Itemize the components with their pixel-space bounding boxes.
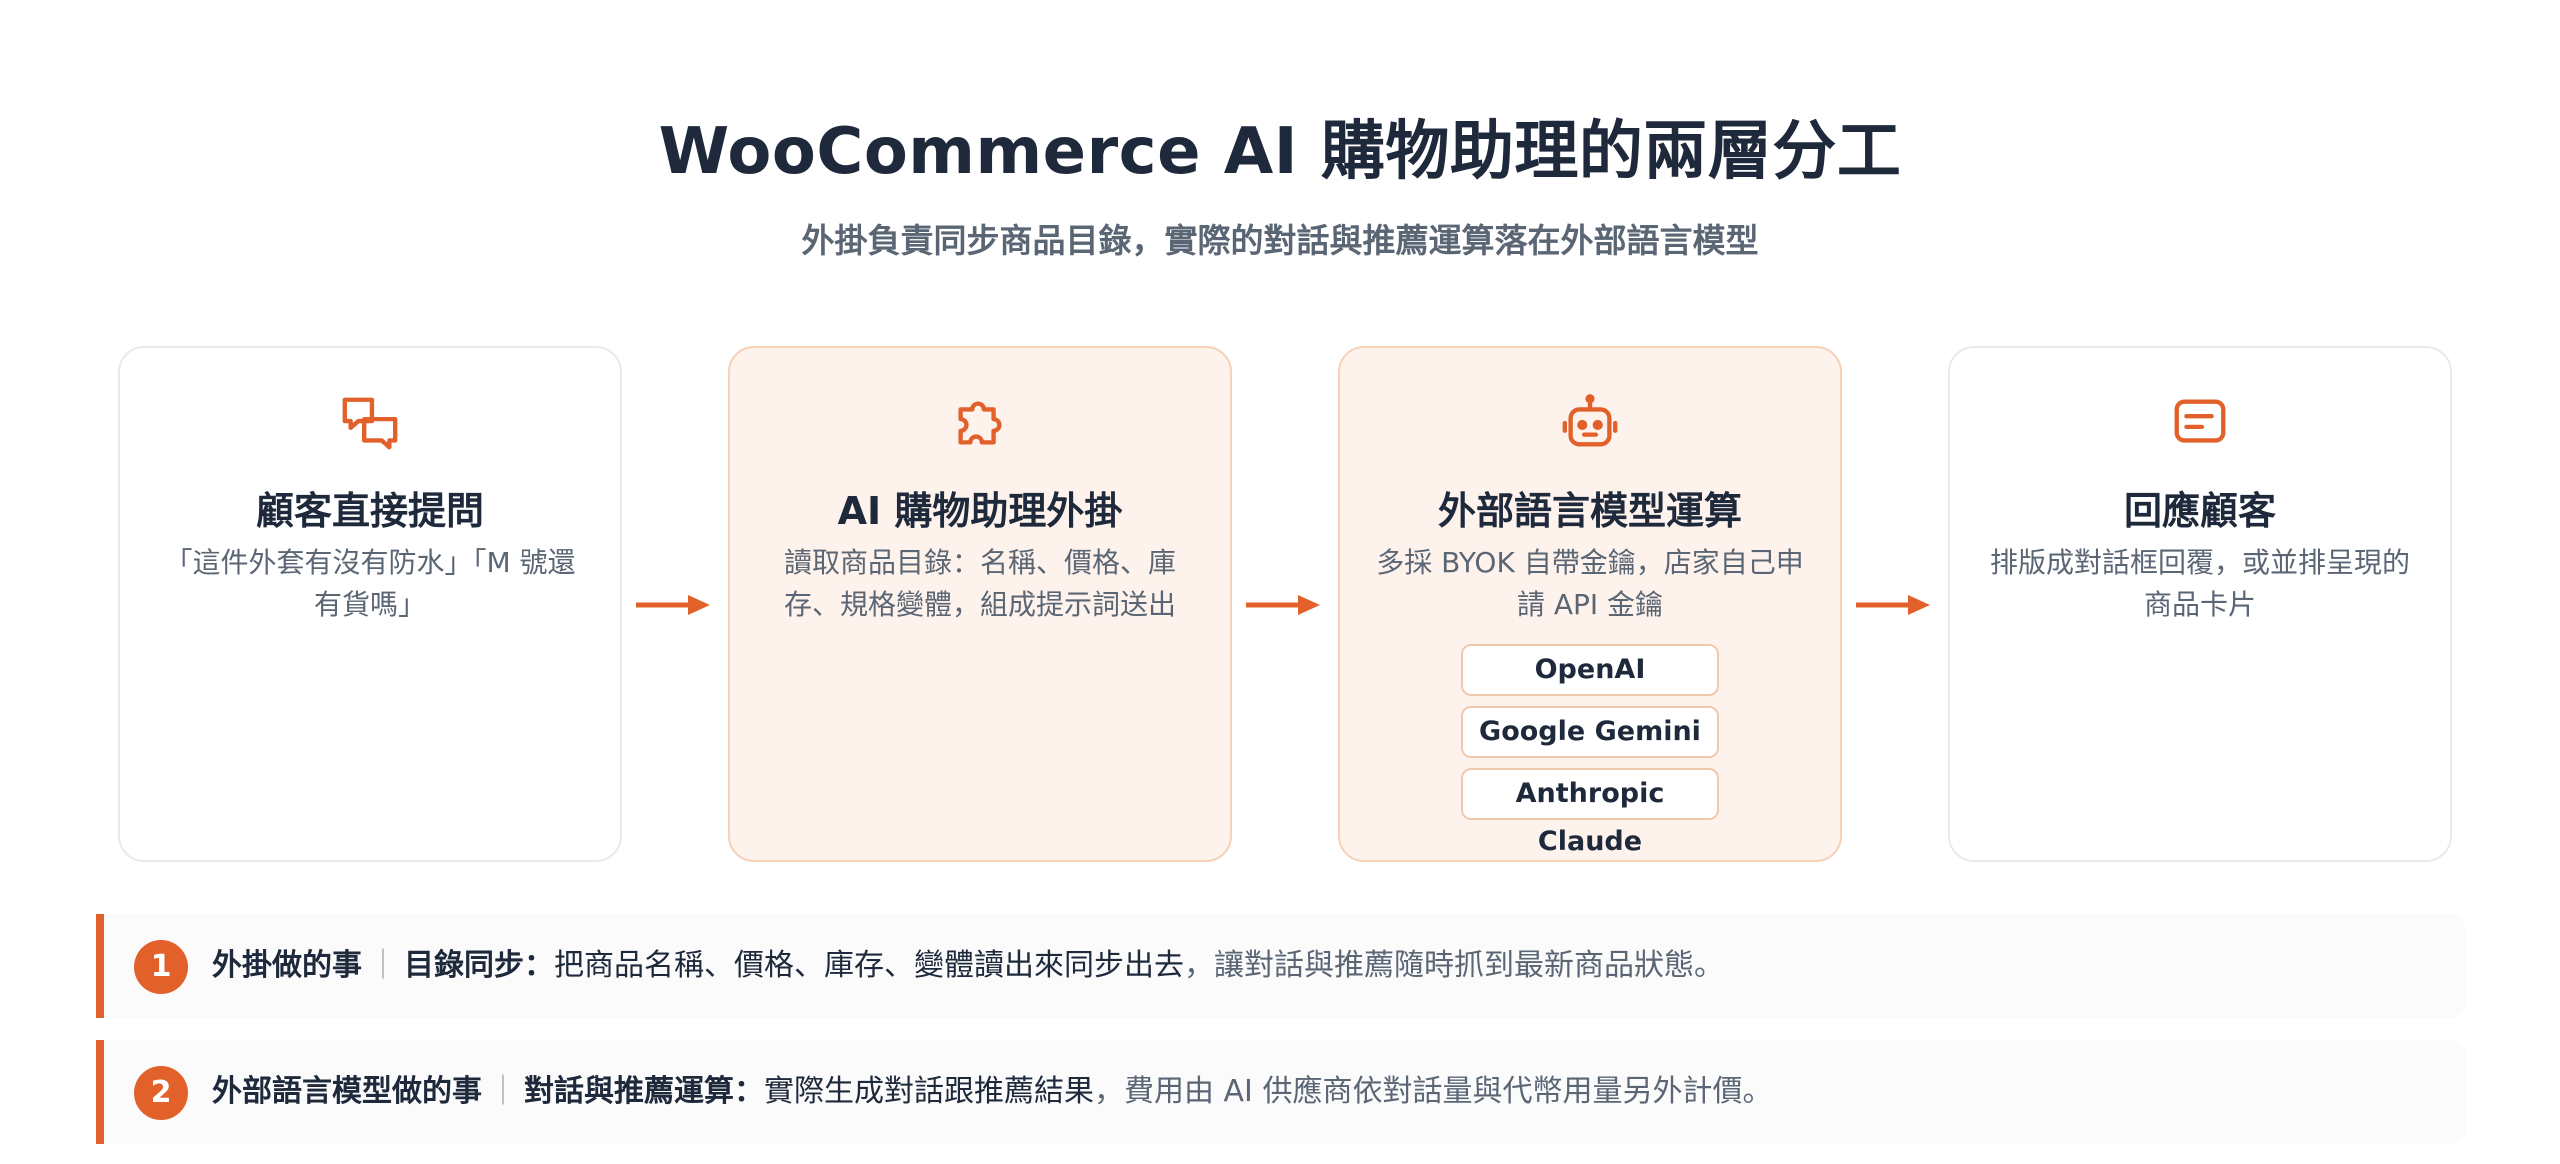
flow-step-llm: 外部語言模型運算 多採 BYOK 自帶金鑰，店家自己申請 API 金鑰 Open… <box>1338 346 1842 862</box>
step-title: AI 購物助理外掛 <box>837 489 1123 533</box>
step-title: 外部語言模型運算 <box>1437 489 1742 533</box>
step-description: 讀取商品目錄：名稱、價格、庫存、規格變體，組成提示詞送出 <box>783 546 1176 621</box>
note-body: 把商品名稱、價格、庫存、變體讀出來同步出去 <box>554 948 1184 983</box>
note-body-rest: ，讓對話與推薦隨時抓到最新商品狀態。 <box>1184 948 1724 983</box>
accent-bar <box>96 914 104 1018</box>
note-plugin-role: 1 外掛做的事｜目錄同步：把商品名稱、價格、庫存、變體讀出來同步出去，讓對話與推… <box>96 914 2466 1018</box>
note-number-badge: 1 <box>134 940 188 994</box>
note-topic: 目錄同步： <box>404 948 554 983</box>
message-card-icon <box>1950 392 2450 456</box>
note-text: 外部語言模型做的事｜對話與推薦運算：實際生成對話跟推薦結果，費用由 AI 供應商… <box>212 1040 1772 1144</box>
step-description: 排版成對話框回覆，或並排呈現的商品卡片 <box>1989 546 2410 621</box>
note-body-rest: ，費用由 AI 供應商依對話量與代幣用量另外計價。 <box>1094 1074 1773 1109</box>
flow-step-reply: 回應顧客 排版成對話框回覆，或並排呈現的商品卡片 <box>1948 346 2452 862</box>
note-body: 實際生成對話跟推薦結果 <box>764 1074 1094 1109</box>
chat-bubbles-icon <box>120 392 620 456</box>
note-separator: ｜ <box>488 1074 518 1109</box>
note-llm-role: 2 外部語言模型做的事｜對話與推薦運算：實際生成對話跟推薦結果，費用由 AI 供… <box>96 1040 2466 1144</box>
note-separator: ｜ <box>368 948 398 983</box>
model-list: OpenAI Google Gemini Anthropic Claude <box>1340 644 1840 857</box>
flow-arrow-icon <box>636 595 710 615</box>
model-badge-openai: OpenAI <box>1461 644 1719 696</box>
note-label: 外掛做的事 <box>212 948 362 983</box>
page-subtitle: 外掛負責同步商品目錄，實際的對話與推薦運算落在外部語言模型 <box>801 221 1759 260</box>
step-description: 「這件外套有沒有防水」「M 號還有貨嗎」 <box>164 546 576 621</box>
step-title: 回應顧客 <box>2123 489 2276 533</box>
model-badge-claude: Anthropic Claude <box>1461 768 1719 857</box>
flow-step-customer-question: 顧客直接提問 「這件外套有沒有防水」「M 號還有貨嗎」 <box>118 346 622 862</box>
flow-arrow-icon <box>1856 595 1930 615</box>
robot-icon <box>1340 392 1840 456</box>
note-number-badge: 2 <box>134 1066 188 1120</box>
step-description: 多採 BYOK 自帶金鑰，店家自己申請 API 金鑰 <box>1376 546 1804 621</box>
page-title: WooCommerce AI 購物助理的兩層分工 <box>658 115 1902 189</box>
flow-arrow-icon <box>1246 595 1320 615</box>
puzzle-piece-icon <box>730 392 1230 456</box>
note-text: 外掛做的事｜目錄同步：把商品名稱、價格、庫存、變體讀出來同步出去，讓對話與推薦隨… <box>212 914 1724 1018</box>
step-title: 顧客直接提問 <box>255 489 484 533</box>
flow-step-plugin: AI 購物助理外掛 讀取商品目錄：名稱、價格、庫存、規格變體，組成提示詞送出 <box>728 346 1232 862</box>
note-topic: 對話與推薦運算： <box>524 1074 764 1109</box>
model-badge-gemini: Google Gemini <box>1461 706 1719 758</box>
accent-bar <box>96 1040 104 1144</box>
note-label: 外部語言模型做的事 <box>212 1074 482 1109</box>
